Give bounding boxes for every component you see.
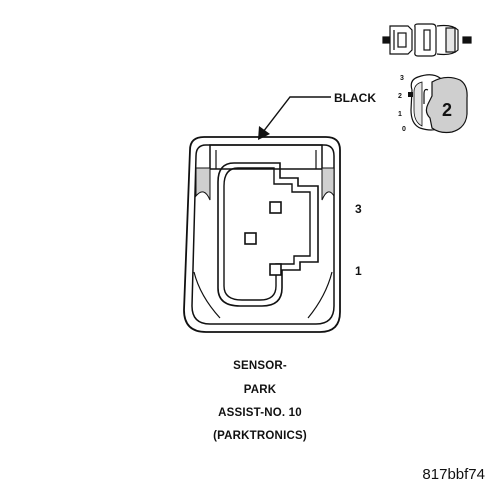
figure-id: 817bbf74 xyxy=(422,466,485,483)
scale-label-0: 0 xyxy=(402,126,406,133)
caption-line-2: PARK xyxy=(243,384,277,396)
scale-label-2: 2 xyxy=(398,93,402,100)
caption-line-1: SENSOR- xyxy=(233,360,287,372)
view-indicator: 3 2 1 0 2 xyxy=(398,74,468,134)
connector-face xyxy=(183,136,341,333)
connector-pair-icon xyxy=(382,23,472,57)
pin-label-3: 3 xyxy=(355,202,362,216)
color-callout: BLACK xyxy=(258,91,376,140)
terminal-1 xyxy=(269,263,282,276)
color-label: BLACK xyxy=(334,91,376,105)
connector-number: 2 xyxy=(442,100,452,120)
pin-label-1: 1 xyxy=(355,264,362,278)
caption-line-4: (PARKTRONICS) xyxy=(213,430,307,442)
terminal-2 xyxy=(244,232,257,245)
scale-label-1: 1 xyxy=(398,111,402,118)
scale-label-3: 3 xyxy=(400,75,404,82)
terminal-3 xyxy=(269,201,282,214)
caption-line-3: ASSIST-NO. 10 xyxy=(218,407,302,419)
